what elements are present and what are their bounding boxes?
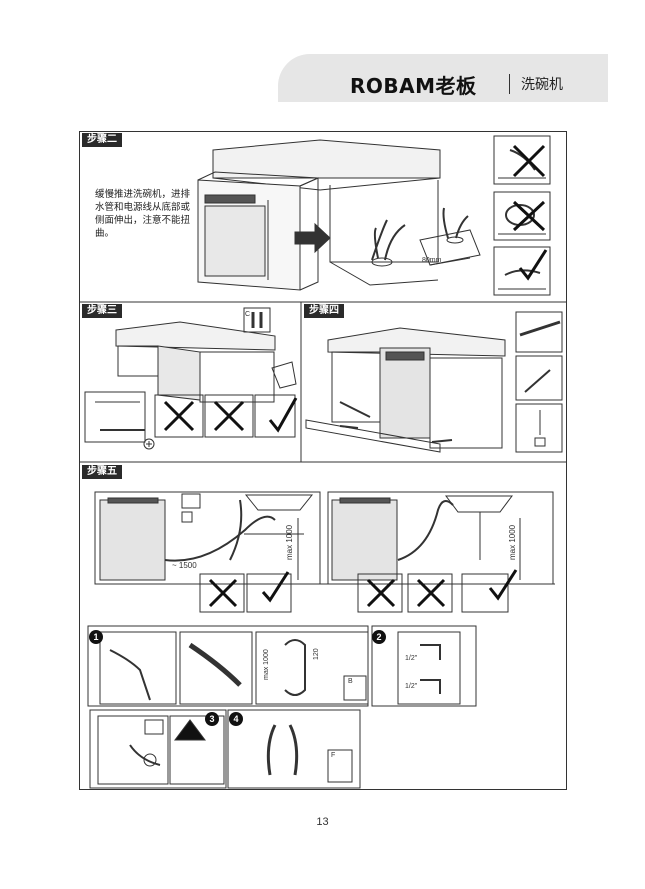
page-number: 13	[316, 816, 329, 828]
length-1500-label: ~ 1500	[172, 561, 197, 570]
check-mark-icon	[268, 397, 298, 433]
step3-illustration	[84, 307, 297, 450]
half-inch-label-1: 1/2"	[405, 655, 418, 662]
step5-illustration	[94, 491, 555, 613]
badge-label-1: 1	[93, 632, 98, 642]
step2-note: 缓慢推进洗碗机，进排水管和电源线从底部或侧面伸出，注意不能扭曲。	[95, 189, 191, 239]
wrong-mark-icon	[208, 578, 238, 608]
max1000-label-3: max 1000	[263, 649, 270, 680]
detail-panels	[87, 625, 477, 789]
part-f-label: F	[331, 752, 335, 759]
wrong-mark-icon	[163, 400, 195, 432]
check-mark-icon	[488, 569, 518, 601]
step4-illustration	[305, 311, 563, 453]
half-inch-label-2: 1/2"	[405, 683, 418, 690]
wrong-mark-icon	[416, 578, 446, 608]
part-c-label: C	[245, 311, 250, 318]
check-mark-icon	[518, 249, 548, 281]
step-badge-3	[205, 712, 219, 726]
step3-tab: 步骤三	[82, 304, 122, 318]
badge-label-4: 4	[233, 714, 238, 724]
wrong-mark-icon	[213, 400, 245, 432]
step2-right-panels	[493, 135, 551, 296]
brand-logo: ROBAM老板	[350, 74, 477, 98]
step4-tab: 步骤四	[304, 304, 344, 318]
header-band	[278, 54, 608, 102]
dim-120-label: 120	[313, 648, 320, 660]
step5-tab: 步骤五	[82, 465, 122, 479]
part-b-label: B	[348, 678, 353, 685]
product-name: 洗碗机	[521, 76, 563, 92]
check-mark-icon	[261, 571, 290, 603]
step-badge-1	[89, 630, 103, 644]
wrong-mark-icons	[512, 144, 546, 232]
step2-tab: 步骤二	[82, 133, 122, 147]
header-divider	[509, 74, 510, 94]
max1000-label: max 1000	[285, 524, 294, 560]
step2-illustration	[197, 139, 481, 291]
step-badge-4	[229, 712, 243, 726]
max1000-label-2: max 1000	[508, 524, 517, 560]
dim-80mm-label: 80mm	[422, 257, 442, 264]
instruction-frame	[79, 131, 567, 790]
badge-label-3: 3	[209, 714, 214, 724]
step-badge-2	[372, 630, 386, 644]
wrong-mark-icon	[366, 578, 396, 608]
badge-label-2: 2	[376, 632, 381, 642]
